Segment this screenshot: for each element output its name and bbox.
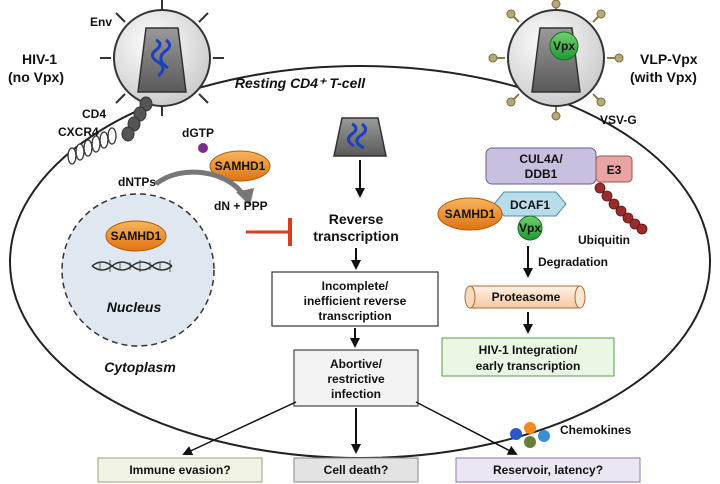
hiv1-subtitle: (no Vpx): [8, 69, 64, 85]
e3-label: E3: [607, 163, 622, 177]
samhd1-nucleus: [105, 220, 167, 252]
incomplete-line3: transcription: [318, 309, 391, 323]
reservoir-label: Reservoir, latency?: [493, 463, 603, 477]
hydrolysis-arrowhead: [236, 188, 254, 206]
cd4-receptor: [121, 96, 153, 142]
samhd1-nucleus-label: SAMHD1: [111, 229, 162, 243]
vpx-in-vlp: [549, 31, 579, 61]
vpx-complex-label: Vpx: [519, 221, 541, 235]
integration-line2: early transcription: [476, 359, 581, 373]
arrow-to-reservoir: [415, 401, 518, 455]
dcaf1-label: DCAF1: [510, 198, 550, 212]
e3-box: [595, 155, 633, 183]
cul4a-line1: CUL4A/: [519, 152, 563, 166]
nucleus-label: Nucleus: [107, 299, 162, 315]
chemokines-label: Chemokines: [560, 423, 632, 437]
abortive-line2: restrictive: [327, 372, 385, 386]
samhd1-cytoplasm: [209, 150, 271, 182]
vsvg-label: VSV-G: [600, 113, 637, 127]
abortive-line3: infection: [331, 387, 381, 401]
cxcr4-label: CXCR4: [58, 125, 99, 139]
cytoplasm-label: Cytoplasm: [104, 359, 176, 375]
samhd1-cytoplasm-label: SAMHD1: [215, 159, 266, 173]
ubiquitin-chain: [594, 182, 648, 235]
cxcr4-receptor: [67, 127, 117, 165]
samhd1-complex: [437, 197, 503, 231]
rt-label-line1: Reverse: [329, 211, 384, 227]
incomplete-rt-box: [271, 271, 439, 327]
hiv1-name: HIV-1: [22, 51, 57, 67]
hydrolysis-arrow: [154, 169, 247, 198]
incomplete-line2: inefficient reverse: [304, 294, 407, 308]
vlp-name: VLP-Vpx: [640, 51, 698, 67]
proteasome-label: Proteasome: [492, 290, 561, 304]
env-label: Env: [90, 15, 112, 29]
integration-box: [441, 337, 615, 377]
abortive-line1: Abortive/: [330, 357, 383, 371]
dgtp-label: dGTP: [182, 126, 214, 140]
vlp-subtitle: (with Vpx): [630, 69, 697, 85]
vlp-vpx-label: Vpx: [553, 39, 575, 53]
cell-title: Resting CD4⁺ T-cell: [235, 75, 366, 91]
incomplete-line1: Incomplete/: [322, 279, 389, 293]
arrow-to-immune: [182, 401, 297, 456]
cul4a-line2: DDB1: [525, 167, 558, 181]
cell-death-box: [293, 457, 419, 483]
integration-line1: HIV-1 Integration/: [479, 343, 578, 357]
capsid-icon: [333, 117, 387, 157]
immune-evasion-label: Immune evasion?: [129, 463, 230, 477]
cd4-label: CD4: [82, 107, 106, 121]
hiv1-virion: [100, 0, 224, 116]
cell-death-label: Cell death?: [324, 463, 389, 477]
samhd1-complex-label: SAMHD1: [445, 207, 496, 221]
products-label: dN + PPP: [214, 199, 268, 213]
vlp-virion: [488, 0, 624, 121]
abortive-box: [293, 349, 419, 407]
dna-icon: [91, 260, 173, 272]
rt-label-line2: transcription: [313, 228, 399, 244]
ubiquitin-label: Ubiquitin: [578, 233, 630, 247]
chemokine-dots: [510, 422, 550, 448]
degradation-label: Degradation: [538, 255, 608, 269]
immune-evasion-box: [97, 457, 263, 483]
reservoir-box: [455, 457, 641, 483]
vpx-complex: [517, 215, 543, 241]
dntps-label: dNTPs: [118, 175, 156, 189]
proteasome: [464, 285, 586, 309]
dgtp-dot: [198, 143, 208, 153]
